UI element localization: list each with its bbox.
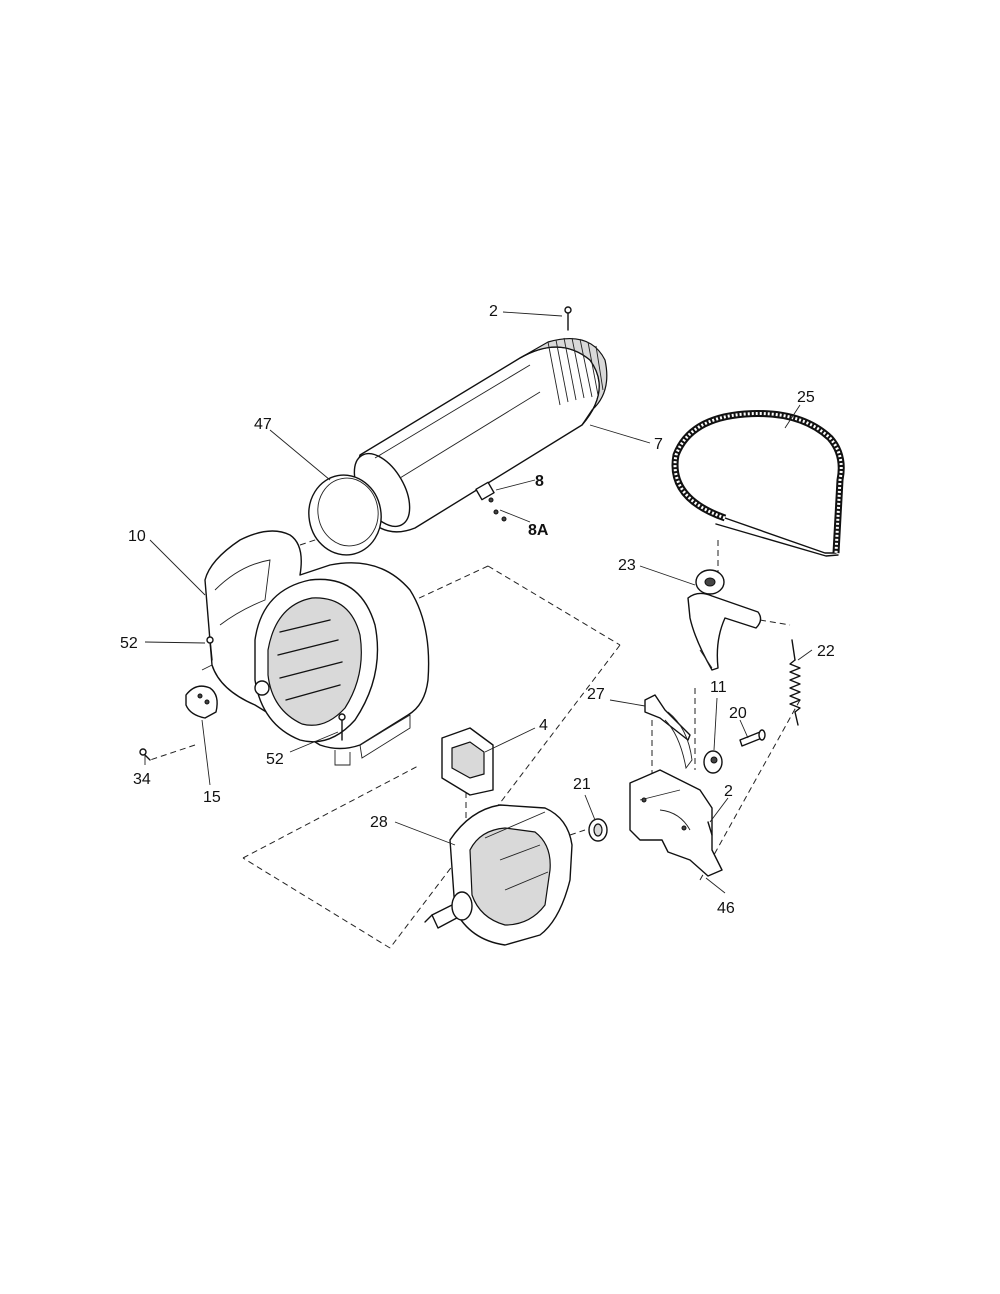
label-25: 25: [797, 389, 815, 406]
label-11: 11: [710, 679, 727, 696]
label-47: 47: [254, 416, 272, 433]
leader-lines: [144, 311, 813, 894]
screw-52-left: [206, 636, 214, 661]
drum-ring: [308, 474, 382, 556]
motor-pulley: [588, 818, 608, 842]
idler-spring: [789, 639, 801, 726]
label-2-top: 2: [489, 303, 498, 320]
label-23: 23: [618, 557, 636, 574]
label-28: 28: [370, 814, 388, 831]
motor-mount-pad: [441, 727, 494, 796]
label-27: 27: [587, 686, 605, 703]
thermostat-8: [475, 481, 507, 522]
part-15-sensor: [185, 685, 218, 719]
label-8: 8: [535, 473, 544, 490]
assembly-guide-lines: [149, 534, 801, 949]
label-20: 20: [729, 705, 747, 722]
drum-cylinder: [353, 337, 608, 533]
label-8a: 8A: [528, 522, 549, 539]
blower-housing: [201, 530, 430, 766]
motor-bracket: [629, 769, 723, 877]
drive-belt: [671, 410, 845, 557]
label-22: 22: [817, 643, 835, 660]
idler-bolt: [739, 729, 766, 747]
motor: [424, 804, 573, 946]
label-52-left: 52: [120, 635, 138, 652]
screw-34: [139, 748, 151, 761]
arm-clip: [644, 694, 693, 770]
label-52-bottom: 52: [266, 751, 284, 768]
screw-top: [564, 306, 572, 331]
label-34: 34: [133, 771, 151, 788]
label-21: 21: [573, 776, 591, 793]
idler-arm: [687, 569, 762, 671]
idler-roller: [703, 750, 723, 774]
part-labels: 2 7 8 8A 47 25 10 23 22 52 11 20 27 4 52…: [120, 303, 835, 917]
label-7: 7: [654, 436, 663, 453]
label-2-bracket: 2: [724, 783, 733, 800]
label-4: 4: [539, 717, 548, 734]
screw-52-bottom: [338, 713, 346, 741]
label-15: 15: [203, 789, 221, 806]
label-46: 46: [717, 900, 735, 917]
label-10: 10: [128, 528, 146, 545]
